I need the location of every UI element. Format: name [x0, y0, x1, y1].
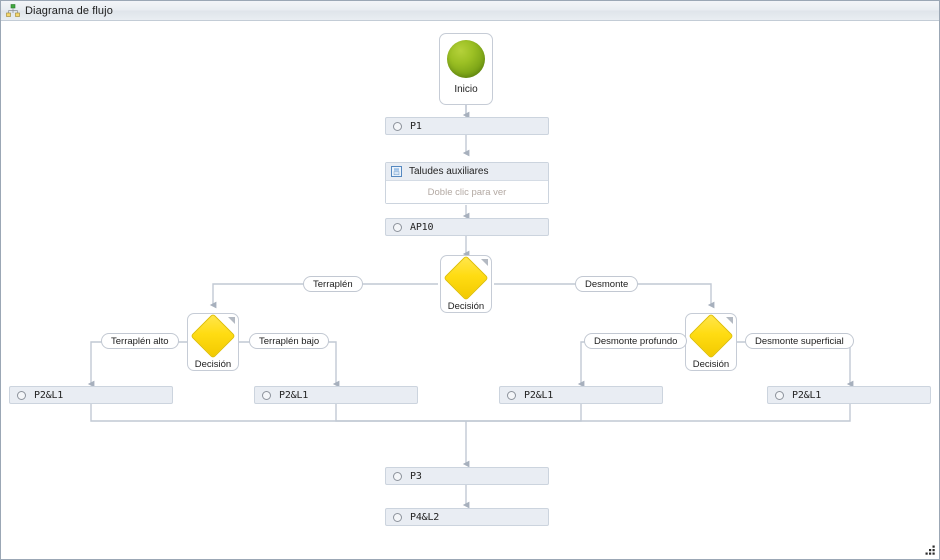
bullet-icon [393, 471, 402, 481]
bullet-icon [17, 390, 26, 400]
node-p2l1-label: P2&L1 [279, 389, 309, 401]
node-p3[interactable]: P3 [385, 467, 549, 485]
node-decision-main-label: Decisión [447, 301, 485, 312]
edge-label-terraplen: Terraplén [303, 276, 363, 292]
node-inicio-label: Inicio [454, 84, 478, 95]
diagram-canvas[interactable]: Inicio P1 Taludes auxiliares Doble clic … [1, 22, 939, 559]
node-inicio[interactable]: Inicio [439, 33, 493, 105]
node-ap10[interactable]: AP10 [385, 218, 549, 236]
resize-grip-icon[interactable] [924, 544, 936, 556]
node-p4l2[interactable]: P4&L2 [385, 508, 549, 526]
node-p3-label: P3 [410, 470, 422, 482]
subprocess-hint: Doble clic para ver [427, 186, 507, 198]
decision-corner-icon [228, 317, 235, 324]
bullet-icon [393, 222, 402, 232]
node-subprocess-taludes[interactable]: Taludes auxiliares Doble clic para ver [385, 162, 549, 204]
node-p2l1-label: P2&L1 [792, 389, 822, 401]
window-titlebar: Diagrama de flujo [1, 1, 939, 21]
edge-label-terraplen-bajo: Terraplén bajo [249, 333, 330, 349]
bullet-icon [393, 121, 402, 131]
bullet-icon [393, 512, 402, 522]
subprocess-icon [391, 166, 402, 177]
subprocess-body[interactable]: Doble clic para ver [386, 181, 548, 203]
flowchart-icon [6, 3, 20, 17]
node-p2l1-terraplen-alto[interactable]: P2&L1 [9, 386, 173, 404]
edge-label-desmonte-superficial: Desmonte superficial [745, 333, 854, 349]
start-circle-icon [447, 40, 485, 78]
node-decision-right-label: Decisión [692, 359, 730, 370]
edge-label-terraplen-alto: Terraplén alto [101, 333, 179, 349]
node-p2l1-terraplen-bajo[interactable]: P2&L1 [254, 386, 418, 404]
node-p4l2-label: P4&L2 [410, 511, 440, 523]
edge-label-desmonte-profundo: Desmonte profundo [584, 333, 688, 349]
node-p2l1-label: P2&L1 [34, 389, 64, 401]
node-decision-left[interactable]: Decisión [187, 313, 239, 371]
node-p1-label: P1 [410, 120, 422, 132]
edge-label-desmonte: Desmonte [575, 276, 639, 292]
node-decision-right[interactable]: Decisión [685, 313, 737, 371]
node-decision-left-label: Decisión [194, 359, 232, 370]
decision-corner-icon [726, 317, 733, 324]
decision-corner-icon [481, 259, 488, 266]
window-title: Diagrama de flujo [25, 4, 113, 17]
node-p1[interactable]: P1 [385, 117, 549, 135]
node-p2l1-label: P2&L1 [524, 389, 554, 401]
node-p2l1-desmonte-profundo[interactable]: P2&L1 [499, 386, 663, 404]
bullet-icon [775, 390, 784, 400]
bullet-icon [262, 390, 271, 400]
node-decision-main[interactable]: Decisión [440, 255, 492, 313]
bullet-icon [507, 390, 516, 400]
node-ap10-label: AP10 [410, 221, 434, 233]
node-p2l1-desmonte-superficial[interactable]: P2&L1 [767, 386, 931, 404]
subprocess-title: Taludes auxiliares [409, 166, 489, 177]
subprocess-header: Taludes auxiliares [386, 163, 548, 181]
